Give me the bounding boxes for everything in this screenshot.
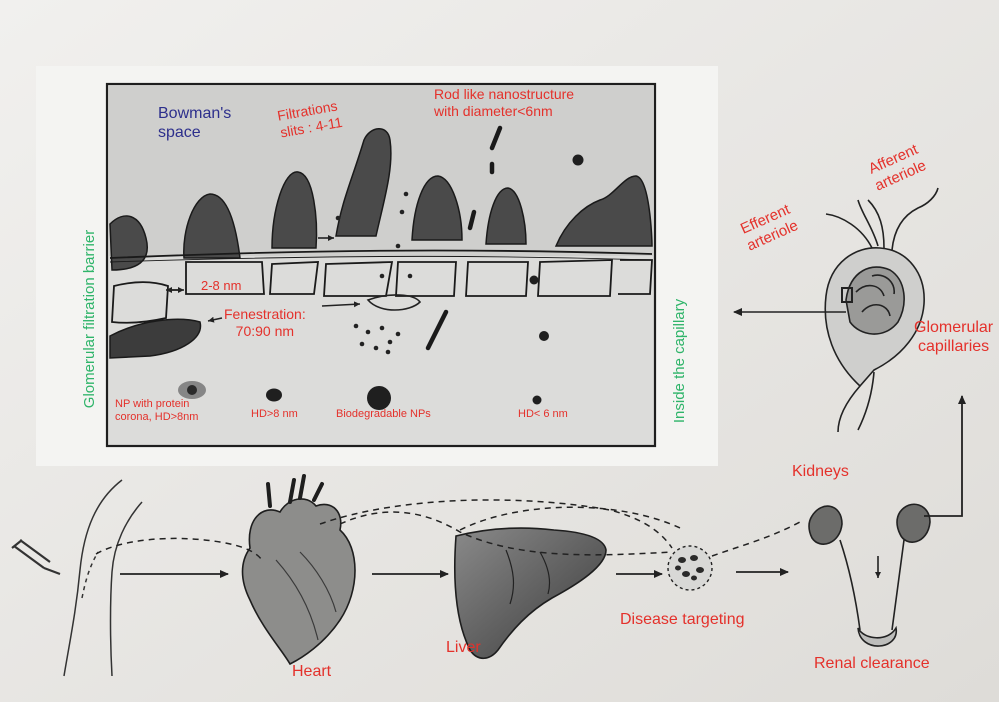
disease-targeting-label: Disease targeting xyxy=(620,610,745,629)
renal-clearance-label: Renal clearance xyxy=(814,654,930,673)
bowmans-space-label: Bowman's space xyxy=(158,104,231,142)
target-cell-illustration xyxy=(668,546,712,590)
hd-lt-6-label: HD< 6 nm xyxy=(518,408,568,421)
heart-label: Heart xyxy=(292,662,331,681)
liver-label: Liver xyxy=(446,638,481,657)
np-protein-corona-label: NP with protein corona, HD>8nm xyxy=(115,398,198,424)
inside-capillary-label: Inside the capillary xyxy=(671,283,689,439)
kidneys-label: Kidneys xyxy=(792,462,849,481)
fenestration-label: Fenestration: 70:90 nm xyxy=(224,306,306,340)
biodegradable-label: Biodegradable NPs xyxy=(336,408,431,421)
hd-gt-8-label: HD>8 nm xyxy=(251,408,298,421)
gap-size-label: 2-8 nm xyxy=(201,278,241,294)
glomerular-capillaries-label: Glomerular capillaries xyxy=(914,318,993,356)
protein-corona-np xyxy=(178,381,206,399)
rod-nanostructure-label: Rod like nanostructure with diameter<6nm xyxy=(434,86,574,120)
glomerular-filtration-barrier-label: Glomerular filtration barrier xyxy=(81,203,99,435)
